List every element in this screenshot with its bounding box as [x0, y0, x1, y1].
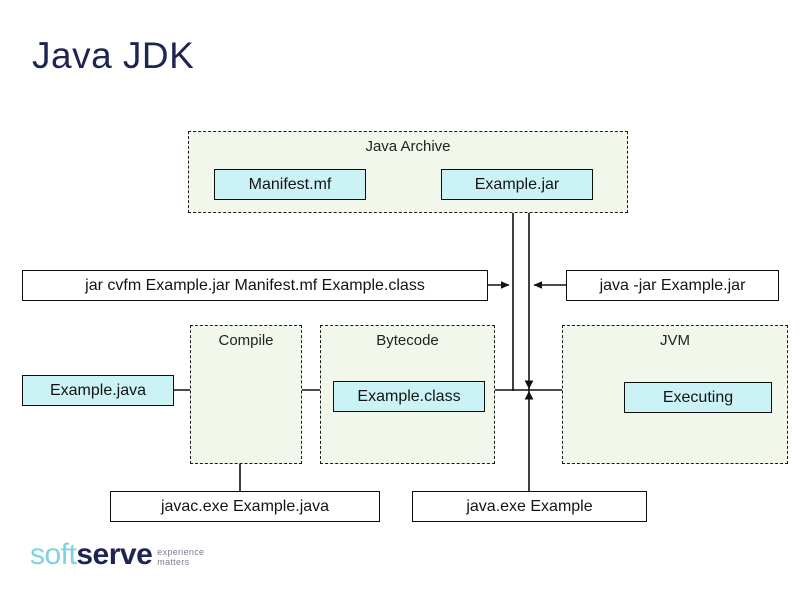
node-example-java[interactable]: Example.java: [22, 375, 174, 406]
group-label-bytecode: Bytecode: [376, 332, 439, 349]
node-example-jar[interactable]: Example.jar: [441, 169, 593, 200]
command-jar-cvfm[interactable]: jar cvfm Example.jar Manifest.mf Example…: [22, 270, 488, 301]
group-compile: Compile: [190, 325, 302, 464]
command-javac-exe[interactable]: javac.exe Example.java: [110, 491, 380, 522]
node-label-example-java: Example.java: [49, 381, 147, 399]
command-label-jar-cvfm: jar cvfm Example.jar Manifest.mf Example…: [85, 276, 425, 294]
logo-tagline: experience matters: [157, 547, 204, 567]
logo-word-serve: serve: [76, 538, 153, 571]
node-label-manifest-mf: Manifest.mf: [248, 175, 332, 193]
node-example-class[interactable]: Example.class: [333, 381, 485, 412]
group-label-jvm: JVM: [660, 332, 690, 349]
command-label-java-exe: java.exe Example: [466, 497, 593, 515]
group-label-java-archive: Java Archive: [365, 138, 451, 155]
command-label-java-jar: java -jar Example.jar: [599, 276, 746, 294]
command-label-javac-exe: javac.exe Example.java: [160, 497, 330, 515]
group-label-compile: Compile: [218, 332, 274, 349]
node-label-example-jar: Example.jar: [474, 175, 560, 193]
softserve-logo: soft serve experience matters: [30, 540, 204, 570]
logo-tagline-line1: experience: [157, 547, 205, 557]
node-label-executing: Executing: [662, 388, 734, 406]
logo-word-soft: soft: [30, 538, 77, 571]
node-manifest-mf[interactable]: Manifest.mf: [214, 169, 366, 200]
node-label-example-class: Example.class: [357, 387, 461, 405]
crossing-arrowheads: [524, 380, 534, 400]
command-java-exe[interactable]: java.exe Example: [412, 491, 647, 522]
logo-tagline-line2: matters: [157, 557, 190, 567]
command-java-jar[interactable]: java -jar Example.jar: [566, 270, 779, 301]
node-executing[interactable]: Executing: [624, 382, 772, 413]
page-title: Java JDK: [32, 35, 195, 76]
